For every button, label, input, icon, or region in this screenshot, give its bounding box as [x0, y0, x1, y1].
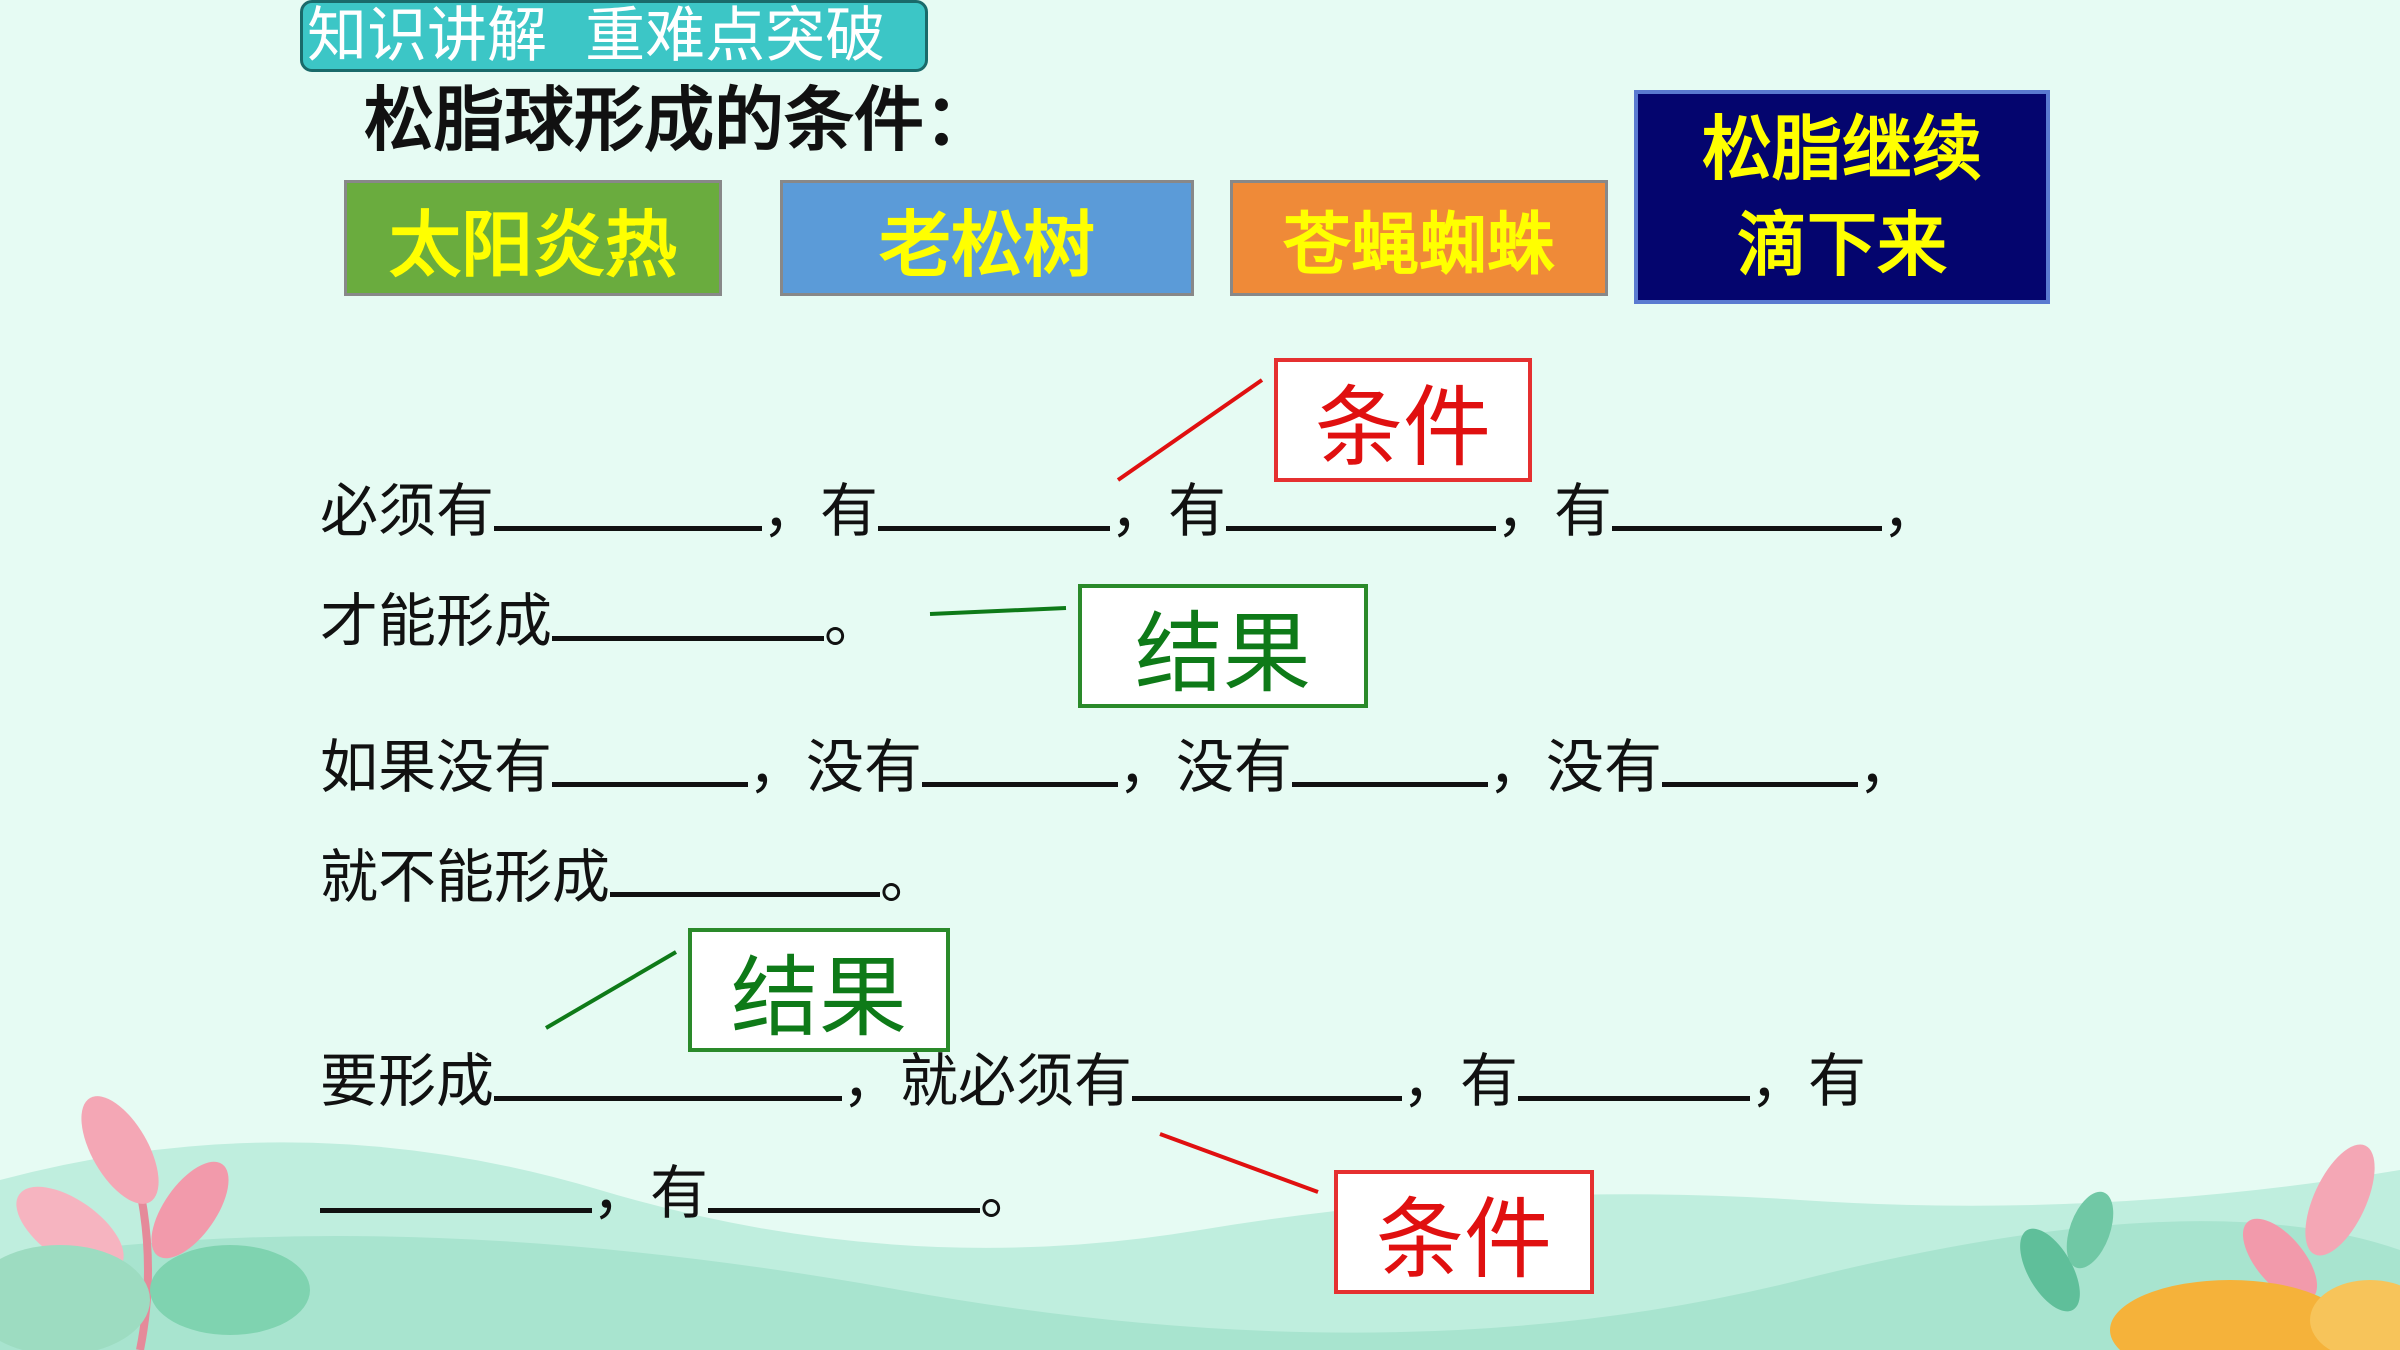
- blank-10: [610, 840, 881, 897]
- s3-text-a: 如果没有: [320, 733, 553, 801]
- condition-box-resin-line1: 松脂继续: [1702, 108, 1982, 190]
- s5-text-a: 要形成: [320, 1047, 495, 1115]
- sentence-5: 要形成 ，就必须有 ，有 ，有: [320, 1044, 1866, 1116]
- s6-text-b: 。: [980, 1159, 1039, 1227]
- condition-box-resin: 松脂继续 滴下来: [1634, 90, 2050, 304]
- condition-connector-2: [1159, 1132, 1319, 1194]
- s5-text-b: ，就必须有: [842, 1047, 1133, 1115]
- condition-box-pine: 老松树: [780, 180, 1194, 296]
- left-leaves-icon: [0, 1096, 310, 1350]
- blank-5: [552, 584, 825, 641]
- blank-1: [494, 474, 763, 531]
- sentence-1: 必须有 ，有 ，有 ，有 ，: [320, 474, 1940, 546]
- s4-text-b: 。: [880, 843, 939, 911]
- sentence-3: 如果没有 ，没有 ，没有 ，没有 ，: [320, 730, 1916, 802]
- s3-text-b: ，没有: [748, 733, 923, 801]
- condition-box-resin-line2: 滴下来: [1737, 204, 1947, 286]
- s3-text-c: ，没有: [1118, 733, 1293, 801]
- blank-12: [1132, 1044, 1403, 1101]
- condition-label-1: 条件: [1274, 358, 1532, 482]
- result-connector-1: [929, 606, 1067, 616]
- blank-8: [1292, 730, 1489, 787]
- s1-text-e: ，: [1882, 477, 1941, 545]
- sentence-4: 就不能形成 。: [320, 840, 938, 912]
- condition-label-2: 条件: [1334, 1170, 1594, 1294]
- s2-text-b: 。: [824, 587, 883, 655]
- s3-text-e: ，: [1858, 733, 1917, 801]
- blank-13: [1518, 1044, 1751, 1101]
- condition-box-insects: 苍蝇蜘蛛: [1230, 180, 1608, 296]
- blank-9: [1662, 730, 1859, 787]
- s2-text-a: 才能形成: [320, 587, 553, 655]
- blank-14: [320, 1156, 592, 1213]
- blank-7: [922, 730, 1119, 787]
- right-leaves-icon: [2020, 1144, 2400, 1350]
- condition-connector-1: [1116, 378, 1264, 482]
- blank-3: [1226, 474, 1497, 531]
- blank-6: [552, 730, 749, 787]
- blank-15: [708, 1156, 981, 1213]
- result-connector-2: [544, 950, 678, 1030]
- blank-4: [1612, 474, 1883, 531]
- s6-text-a: ，有: [592, 1159, 709, 1227]
- result-label-2: 结果: [688, 928, 950, 1052]
- blank-2: [878, 474, 1111, 531]
- s1-text-b: ，有: [762, 477, 879, 545]
- s1-text-a: 必须有: [320, 477, 495, 545]
- s1-text-c: ，有: [1110, 477, 1227, 545]
- page-title: 松脂球形成的条件：: [364, 79, 994, 161]
- result-label-1: 结果: [1078, 584, 1368, 708]
- sentence-6: ，有 。: [320, 1156, 1038, 1228]
- sentence-2: 才能形成 。: [320, 584, 882, 656]
- ground-hill-front: [0, 1221, 2400, 1350]
- section-tag: 知识讲解 重难点突破: [300, 0, 928, 72]
- blank-11: [494, 1044, 843, 1101]
- s3-text-d: ，没有: [1488, 733, 1663, 801]
- s1-text-d: ，有: [1496, 477, 1613, 545]
- s5-text-d: ，有: [1750, 1047, 1867, 1115]
- s5-text-c: ，有: [1402, 1047, 1519, 1115]
- condition-box-sun: 太阳炎热: [344, 180, 722, 296]
- s4-text-a: 就不能形成: [320, 843, 611, 911]
